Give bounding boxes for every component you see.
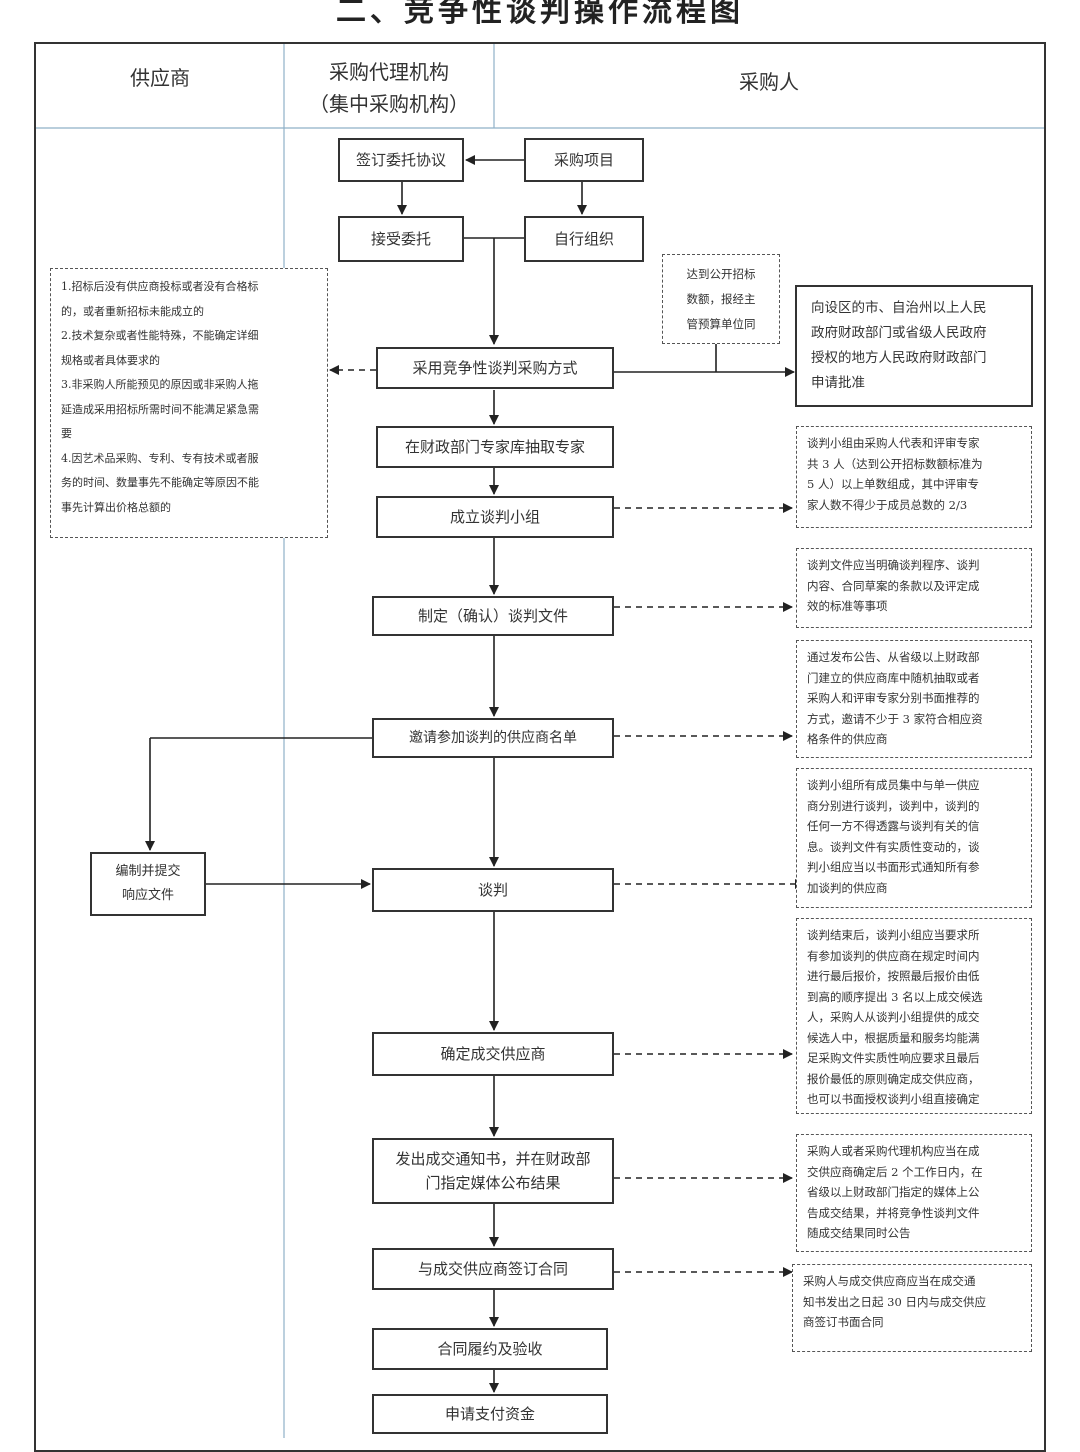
note-approval: 向设区的市、自治州以上人民 政府财政部门或省级人民政府 授权的地方人民政府财政部…: [795, 285, 1033, 407]
lane-header-purchaser: 采购人: [739, 70, 799, 94]
diagram-title: 二、竞争性谈判操作流程图: [336, 0, 744, 29]
step-issue-notice: 发出成交通知书，并在财政部 门指定媒体公布结果: [372, 1138, 614, 1204]
note-applicable-conditions: 1.招标后没有供应商投标或者没有合格标 的，或者重新招标未能成立的 2.技术复杂…: [50, 268, 328, 538]
step-negotiate: 谈判: [372, 868, 614, 912]
step-accept-entrust: 接受委托: [338, 216, 464, 262]
note-invite-suppliers: 通过发布公告、从省级以上财政部 门建立的供应商库中随机抽取或者 采购人和评审专家…: [796, 640, 1032, 758]
solid-flow-arrows: [145, 155, 795, 1393]
step-apply-payment: 申请支付资金: [372, 1394, 608, 1434]
step-perform-accept: 合同履约及验收: [372, 1328, 608, 1370]
step-sign-contract: 与成交供应商签订合同: [372, 1248, 614, 1290]
step-sign-agreement: 签订委托协议: [338, 138, 464, 182]
step-invite-supplier-list: 邀请参加谈判的供应商名单: [372, 718, 614, 758]
step-prepare-response: 编制并提交 响应文件: [90, 852, 206, 916]
note-sign-contract: 采购人与成交供应商应当在成交通 知书发出之日起 30 日内与成交供应 商签订书面…: [792, 1264, 1032, 1352]
step-determine-supplier: 确定成交供应商: [372, 1032, 614, 1076]
note-publish-result: 采购人或者采购代理机构应当在成 交供应商确定后 2 个工作日内，在 省级以上财政…: [796, 1134, 1032, 1252]
step-self-organize: 自行组织: [524, 216, 644, 262]
step-form-negotiation-group: 成立谈判小组: [376, 496, 614, 538]
step-purchase-project: 采购项目: [524, 138, 644, 182]
step-make-negotiation-docs: 制定（确认）谈判文件: [372, 596, 614, 636]
step-draw-experts: 在财政部门专家库抽取专家: [376, 426, 614, 468]
note-negotiation-process: 谈判小组所有成员集中与单一供应 商分别进行谈判，谈判中，谈判的 任何一方不得透露…: [796, 768, 1032, 908]
lane-header-agency: 采购代理机构 （集中采购机构）: [309, 60, 469, 116]
dashed-note-arrows: [329, 365, 805, 1277]
lane-header-supplier: 供应商: [130, 66, 190, 90]
note-threshold: 达到公开招标 数额，报经主 管预算单位同: [662, 254, 780, 344]
step-adopt-negotiation-method: 采用竞争性谈判采购方式: [376, 347, 614, 389]
note-group-composition: 谈判小组由采购人代表和评审专家 共 3 人（达到公开招标数额标准为 5 人）以上…: [796, 426, 1032, 528]
note-determine-supplier: 谈判结束后，谈判小组应当要求所 有参加谈判的供应商在规定时间内 进行最后报价，按…: [796, 918, 1032, 1114]
note-negotiation-docs: 谈判文件应当明确谈判程序、谈判 内容、合同草案的条款以及评定成 效的标准等事项: [796, 548, 1032, 628]
